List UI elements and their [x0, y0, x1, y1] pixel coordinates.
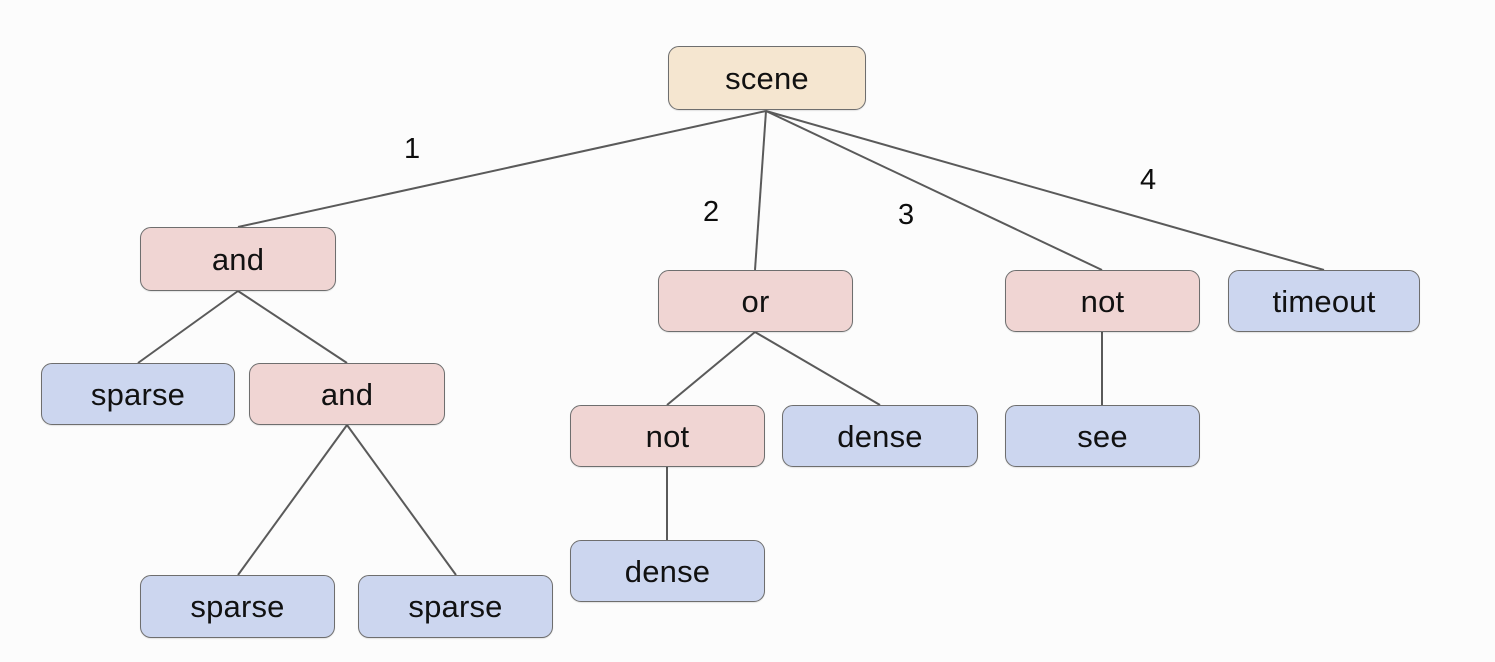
node-label: and [320, 376, 374, 412]
edge-label-1: 1 [404, 133, 421, 165]
node-sparse2[interactable]: sparse [140, 575, 335, 638]
node-label: see [1077, 418, 1128, 454]
node-timeout1[interactable]: timeout [1228, 270, 1420, 332]
edge-scene-to-and1 [237, 110, 767, 228]
node-label: not [1080, 283, 1125, 319]
node-or1[interactable]: or [658, 270, 853, 332]
node-dense1[interactable]: dense [782, 405, 978, 467]
edge-and2-to-sparse2 [237, 424, 348, 576]
node-see1[interactable]: see [1005, 405, 1200, 467]
node-label: dense [624, 553, 711, 589]
edge-and1-to-sparse1 [137, 290, 239, 364]
node-label: dense [837, 418, 923, 454]
edge-label-3: 3 [898, 199, 915, 231]
node-and1[interactable]: and [140, 227, 336, 291]
edge-and1-to-and2 [237, 290, 348, 364]
edge-scene-to-not2 [765, 110, 1103, 271]
edge-scene-to-timeout1 [765, 110, 1325, 271]
node-label: sparse [190, 589, 285, 624]
edge-and2-to-sparse3 [346, 424, 457, 576]
node-label: sparse [90, 376, 186, 412]
edge-or1-to-not1 [666, 331, 756, 406]
edge-or1-to-dense1 [754, 331, 881, 406]
node-label: not [645, 418, 690, 454]
node-label: timeout [1272, 283, 1376, 319]
node-sparse1[interactable]: sparse [41, 363, 235, 425]
node-label: and [211, 241, 265, 277]
node-and2[interactable]: and [249, 363, 445, 425]
node-label: or [741, 283, 770, 319]
edge-scene-to-or1 [754, 110, 767, 271]
edge-label-4: 4 [1140, 164, 1157, 196]
node-scene[interactable]: scene [668, 46, 866, 110]
node-label: sparse [408, 589, 503, 624]
edge-label-2: 2 [703, 196, 720, 228]
node-dense2[interactable]: dense [570, 540, 765, 602]
node-label: scene [725, 60, 809, 96]
node-sparse3[interactable]: sparse [358, 575, 553, 638]
node-not2[interactable]: not [1005, 270, 1200, 332]
node-not1[interactable]: not [570, 405, 765, 467]
